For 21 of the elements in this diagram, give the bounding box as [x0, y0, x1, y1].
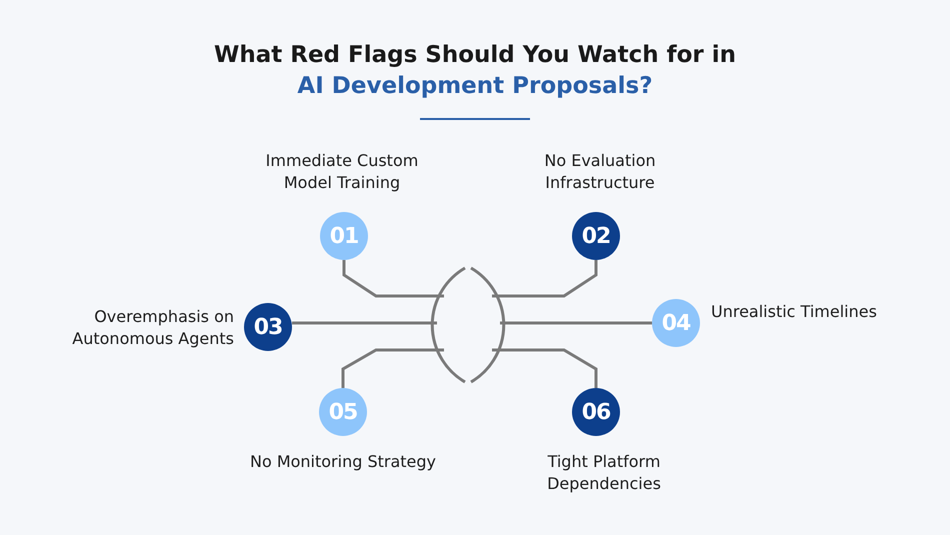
- number-circle: 02: [572, 212, 620, 260]
- connector-line: [500, 322, 652, 324]
- number-circle: 05: [319, 388, 367, 436]
- subtitle: AI Development Proposals?: [296, 73, 654, 99]
- connector-line: [492, 348, 598, 388]
- title: What Red Flags Should You Watch for in: [212, 42, 737, 68]
- lens-shape: [430, 266, 506, 384]
- item-label: No Evaluation Infrastructure: [543, 150, 657, 194]
- item-label: Unrealistic Timelines: [711, 301, 878, 323]
- item-label: Tight Platform Dependencies: [546, 451, 662, 495]
- number-circle: 01: [320, 212, 368, 260]
- item-label: Immediate Custom Model Training: [264, 150, 420, 194]
- item-label: Overemphasis on Autonomous Agents: [71, 306, 234, 350]
- connector-line: [342, 260, 444, 298]
- number-circle: 06: [572, 388, 620, 436]
- connector-line: [492, 260, 598, 298]
- connector-line: [342, 348, 444, 388]
- item-label: No Monitoring Strategy: [248, 451, 438, 473]
- number-circle: 04: [652, 299, 700, 347]
- connector-line: [292, 322, 437, 324]
- number-circle: 03: [244, 303, 292, 351]
